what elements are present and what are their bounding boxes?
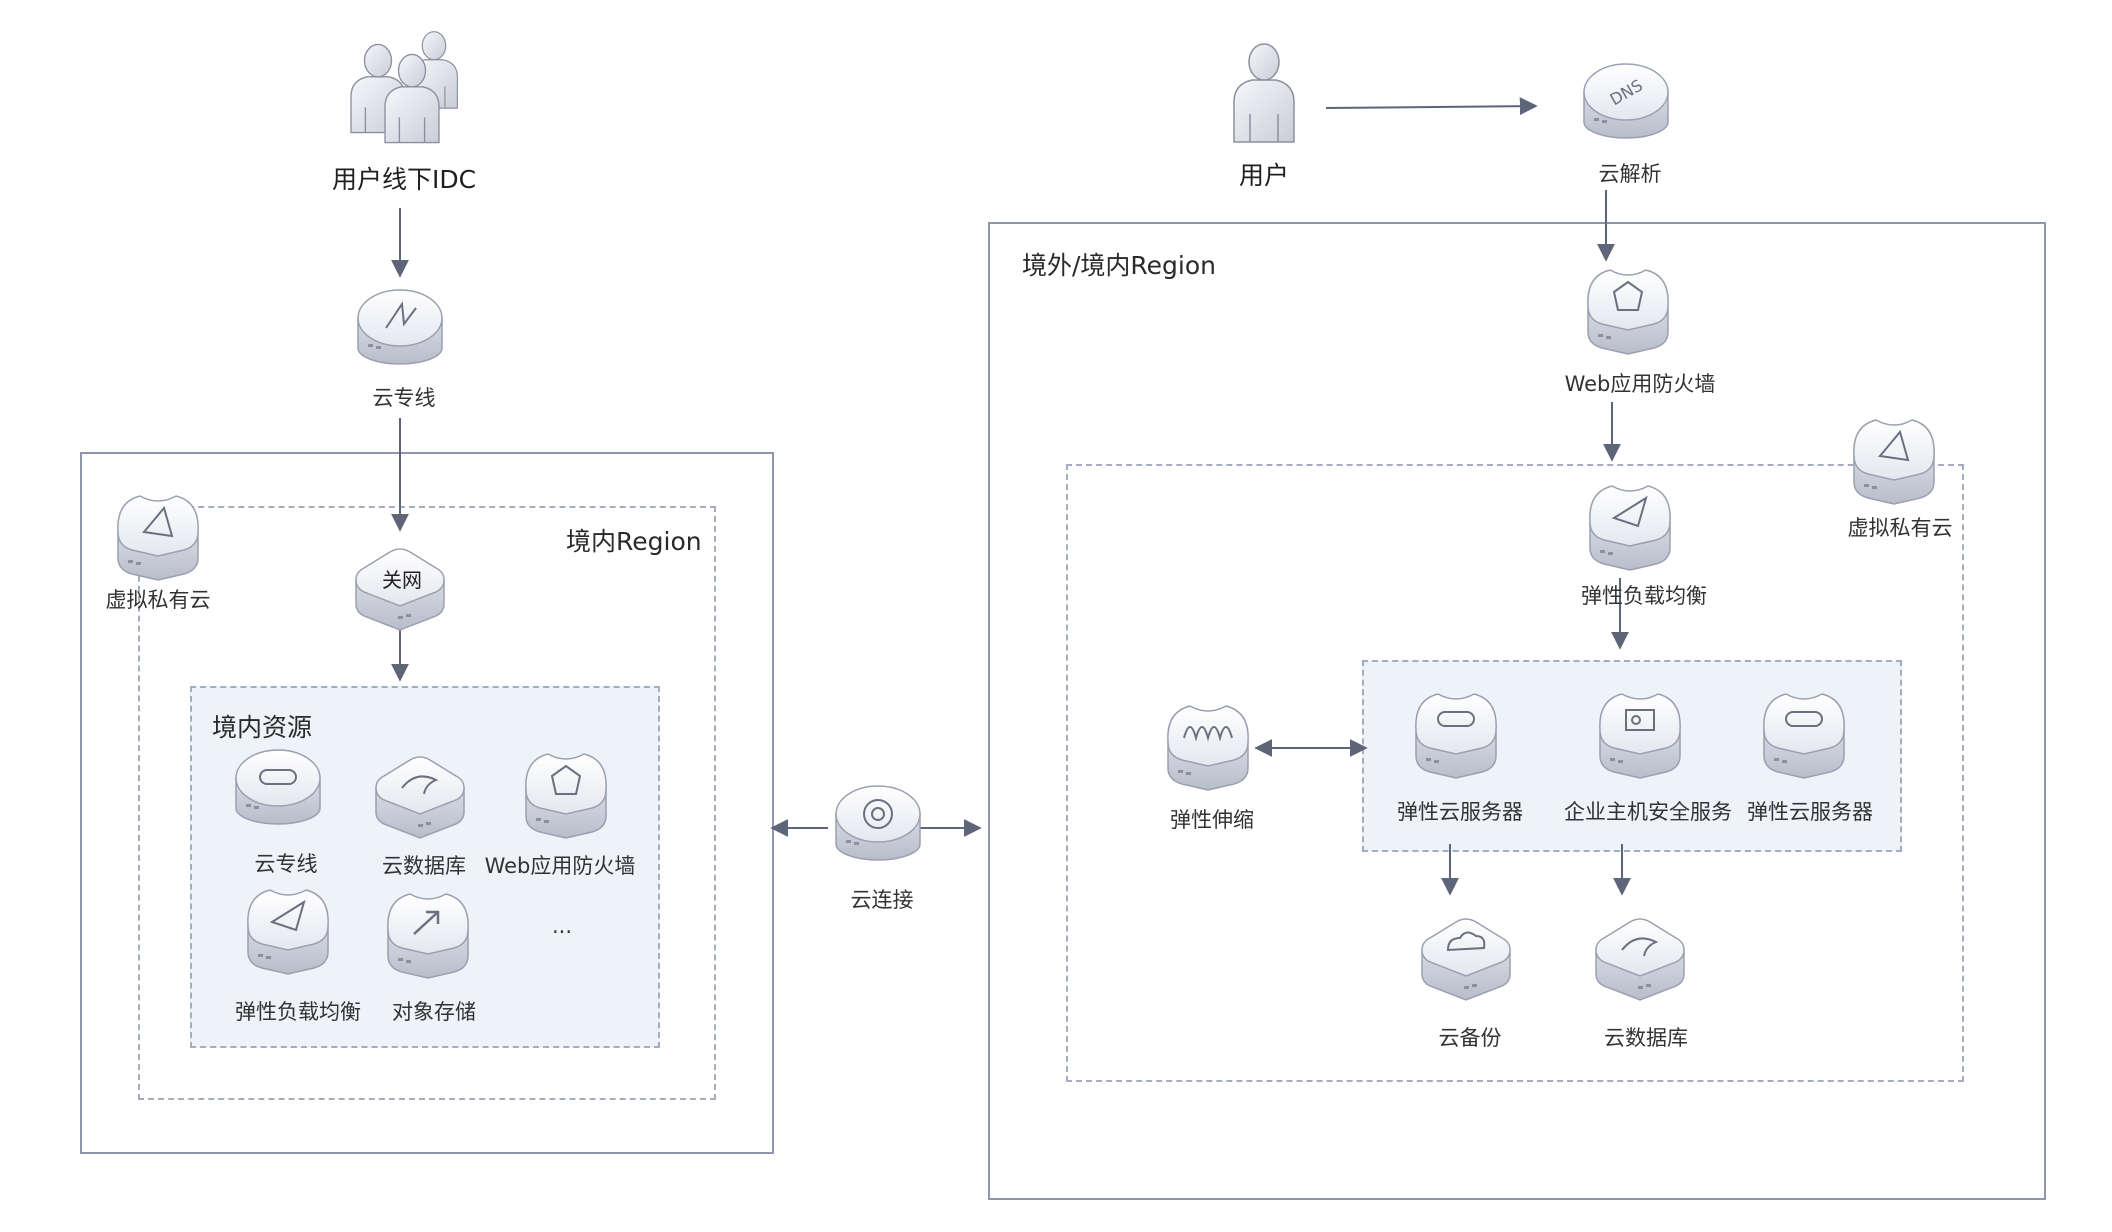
backup-icon <box>1421 918 1511 1001</box>
resource-label-3: Web应用防火墙 <box>484 854 636 878</box>
waf-label: Web应用防火墙 <box>1564 372 1716 396</box>
user-label: 用户 <box>1238 161 1290 190</box>
right-region-box <box>988 222 2046 1200</box>
backup-label: 云备份 <box>1438 1026 1502 1050</box>
right-region-title: 境外/境内Region <box>1022 251 1217 280</box>
cloud-connect-icon <box>835 785 921 861</box>
left-vpc-box <box>138 506 716 1100</box>
resource-label-1: 云专线 <box>254 852 318 876</box>
left-region-title: 境内Region <box>566 527 702 556</box>
idc-people-icon <box>350 31 458 144</box>
res-waf-icon <box>525 753 607 839</box>
connectors <box>391 97 1631 896</box>
hss-label: 企业主机安全服务 <box>1564 800 1732 824</box>
cloud-connect-label: 云连接 <box>850 888 914 912</box>
elb-icon <box>1589 485 1671 571</box>
vpc-icon-right <box>1853 419 1935 505</box>
autoscaling-icon <box>1167 705 1249 791</box>
database-icon <box>1595 918 1685 1001</box>
direct-connect-label: 云专线 <box>372 386 436 410</box>
left-vpc-label: 虚拟私有云 <box>105 588 211 612</box>
database-label: 云数据库 <box>1604 1026 1688 1050</box>
ecs-icon-1 <box>1415 693 1497 779</box>
right-vpc-label: 虚拟私有云 <box>1847 516 1953 540</box>
arrow-user-to-dns <box>1325 97 1538 116</box>
dns-label: 云解析 <box>1598 162 1662 186</box>
dns-icon: DNS <box>1583 63 1669 139</box>
hss-icon <box>1599 693 1681 779</box>
ecs-label-2: 弹性云服务器 <box>1747 800 1873 824</box>
elb-label: 弹性负载均衡 <box>1581 584 1707 608</box>
right-vpc-box <box>1066 464 1964 1082</box>
res-cloud-database-icon <box>375 756 465 839</box>
resources-title: 境内资源 <box>212 713 313 742</box>
ecs-icon-2 <box>1763 693 1845 779</box>
res-direct-connect-icon <box>235 749 321 825</box>
autoscaling-label: 弹性伸缩 <box>1170 808 1254 832</box>
left-region-box <box>80 452 774 1154</box>
vpc-icon <box>117 495 199 581</box>
resource-label-more: ... <box>551 914 573 938</box>
idc-label: 用户线下IDC <box>331 165 477 194</box>
resource-label-5: 对象存储 <box>392 1000 476 1024</box>
res-object-storage-icon <box>387 893 469 979</box>
ecs-label-1: 弹性云服务器 <box>1397 800 1523 824</box>
waf-icon <box>1587 269 1669 355</box>
resource-label-2: 云数据库 <box>382 854 466 878</box>
left-resources-box <box>190 686 660 1048</box>
direct-connect-icon <box>357 289 443 365</box>
resource-label-4: 弹性负载均衡 <box>235 1000 361 1024</box>
user-icon <box>1233 43 1295 143</box>
res-load-balancer-icon <box>247 889 329 975</box>
gateway-label: 关网 <box>382 568 422 592</box>
